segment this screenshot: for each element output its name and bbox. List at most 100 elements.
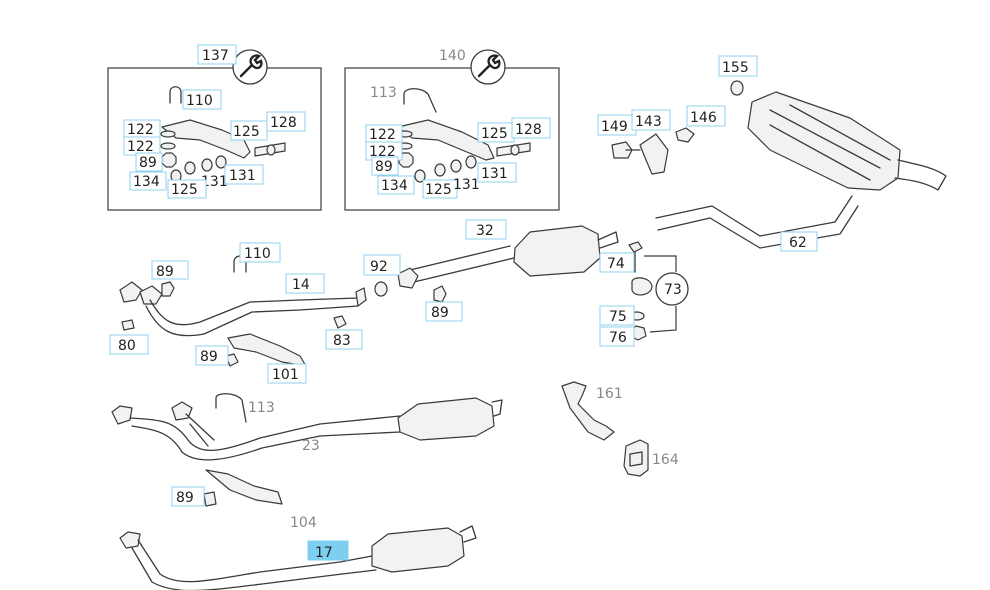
callout-131[interactable]: 131 [200, 171, 230, 190]
callout-137[interactable]: 137 [197, 44, 237, 65]
svg-text:32: 32 [476, 223, 494, 239]
svg-text:164: 164 [652, 452, 679, 468]
callout-76[interactable]: 76 [599, 326, 635, 347]
svg-text:122: 122 [127, 122, 154, 138]
svg-text:122: 122 [127, 139, 154, 155]
callout-125[interactable]: 125 [477, 122, 515, 143]
svg-text:122: 122 [369, 144, 396, 160]
hanger-161 [561, 381, 615, 441]
callout-134[interactable]: 134 [129, 171, 167, 191]
svg-text:131: 131 [229, 168, 256, 184]
callout-62[interactable]: 62 [780, 231, 818, 252]
wrench-icon [470, 49, 506, 85]
svg-text:101: 101 [272, 367, 299, 383]
callout-125[interactable]: 125 [230, 120, 268, 141]
svg-text:23: 23 [302, 438, 320, 454]
svg-text:125: 125 [481, 126, 508, 142]
callout-125[interactable]: 125 [167, 179, 207, 199]
svg-text:104: 104 [290, 515, 317, 531]
callout-143[interactable]: 143 [631, 109, 671, 131]
callout-113[interactable]: 113 [248, 400, 275, 416]
front-pipe-17 [119, 525, 477, 590]
callout-140[interactable]: 140 [436, 45, 472, 64]
callout-131[interactable]: 131 [477, 162, 517, 183]
callout-89[interactable]: 89 [151, 260, 189, 280]
center-muffler [397, 225, 619, 289]
svg-text:125: 125 [233, 124, 260, 140]
callout-128[interactable]: 128 [266, 111, 306, 132]
callout-89[interactable]: 89 [371, 156, 399, 176]
callout-23[interactable]: 23 [302, 438, 320, 454]
svg-text:110: 110 [186, 93, 213, 109]
svg-text:128: 128 [515, 122, 542, 138]
callout-74[interactable]: 74 [599, 252, 635, 273]
callout-104[interactable]: 104 [290, 515, 317, 531]
rear-muffler [747, 91, 947, 191]
svg-text:125: 125 [171, 182, 198, 198]
callout-110[interactable]: 110 [182, 89, 222, 110]
callout-113[interactable]: 113 [368, 82, 404, 101]
svg-text:113: 113 [370, 85, 397, 101]
svg-text:73: 73 [664, 282, 682, 298]
svg-text:89: 89 [200, 349, 218, 365]
pipe-62 [655, 195, 859, 249]
callout-122[interactable]: 122 [365, 141, 403, 161]
svg-text:89: 89 [431, 305, 449, 321]
callout-32[interactable]: 32 [465, 219, 507, 240]
svg-text:122: 122 [369, 127, 396, 143]
svg-text:89: 89 [375, 159, 393, 175]
svg-text:75: 75 [609, 309, 627, 325]
hanger-set [611, 127, 695, 175]
front-pipe-23 [111, 393, 503, 507]
svg-text:134: 134 [133, 174, 160, 190]
callout-155[interactable]: 155 [718, 55, 758, 77]
svg-text:143: 143 [635, 114, 662, 130]
callout-14[interactable]: 14 [285, 273, 325, 294]
svg-text:110: 110 [244, 246, 271, 262]
callout-75[interactable]: 75 [599, 305, 635, 326]
callout-131[interactable]: 131 [224, 164, 264, 185]
svg-text:140: 140 [439, 48, 466, 64]
callout-89[interactable]: 89 [135, 152, 163, 172]
svg-text:146: 146 [690, 110, 717, 126]
callout-80[interactable]: 80 [109, 334, 149, 355]
callout-17[interactable]: 17 [307, 540, 349, 561]
callout-161[interactable]: 161 [596, 386, 623, 402]
callouts: 137 110 122 122 125 128 89 134 131 131 1… [109, 44, 818, 561]
kit-137-parts [160, 86, 286, 183]
callout-134[interactable]: 134 [377, 175, 415, 195]
callout-164[interactable]: 164 [652, 452, 679, 468]
callout-89[interactable]: 89 [195, 345, 229, 366]
svg-text:134: 134 [381, 178, 408, 194]
callout-89[interactable]: 89 [425, 301, 463, 322]
callout-110[interactable]: 110 [239, 242, 281, 263]
svg-text:89: 89 [156, 264, 174, 280]
wrench-icon [232, 49, 268, 85]
svg-text:155: 155 [722, 60, 749, 76]
callout-131[interactable]: 131 [452, 174, 482, 193]
callout-125[interactable]: 125 [422, 179, 458, 199]
svg-text:125: 125 [425, 182, 452, 198]
callout-101[interactable]: 101 [267, 363, 307, 384]
svg-text:89: 89 [139, 155, 157, 171]
callout-89[interactable]: 89 [171, 486, 205, 507]
svg-text:89: 89 [176, 490, 194, 506]
callout-92[interactable]: 92 [363, 254, 401, 276]
callout-122[interactable]: 122 [123, 136, 161, 156]
svg-text:149: 149 [601, 119, 628, 135]
callout-83[interactable]: 83 [325, 329, 363, 350]
svg-text:131: 131 [453, 177, 480, 193]
svg-text:131: 131 [201, 174, 228, 190]
svg-text:128: 128 [270, 115, 297, 131]
svg-text:62: 62 [789, 235, 807, 251]
svg-text:83: 83 [333, 333, 351, 349]
callout-122[interactable]: 122 [123, 119, 161, 139]
callout-128[interactable]: 128 [511, 117, 551, 139]
callout-73[interactable]: 73 [664, 282, 682, 298]
svg-text:161: 161 [596, 386, 623, 402]
svg-text:17: 17 [315, 545, 333, 561]
callout-122[interactable]: 122 [365, 124, 403, 144]
callout-149[interactable]: 149 [597, 114, 637, 136]
callout-146[interactable]: 146 [686, 105, 726, 127]
